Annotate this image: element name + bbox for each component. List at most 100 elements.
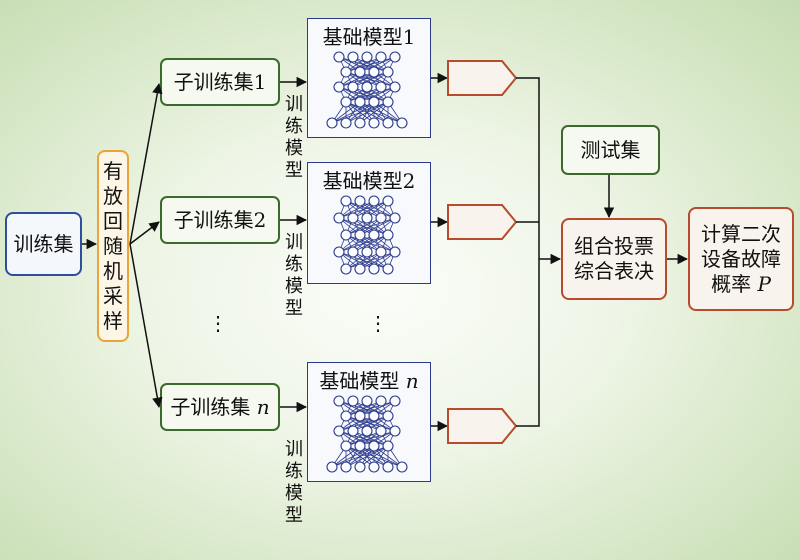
network-node	[340, 96, 352, 108]
arrow-sampling-to-subn	[129, 243, 163, 409]
network-node	[354, 96, 366, 108]
arrow-sampling-to-sub2	[129, 221, 160, 245]
network-node	[340, 263, 352, 275]
network-edge	[345, 251, 396, 270]
network-node	[389, 212, 401, 224]
voting-line: 综合表决	[574, 259, 654, 283]
network-node	[361, 212, 373, 224]
network-node	[389, 81, 401, 93]
base-model-1: 基础模型1	[307, 18, 431, 138]
network-edge	[359, 400, 396, 417]
sub-training-set-label: 子训练集 n	[170, 394, 270, 419]
sub-training-set-label: 子训练集2	[173, 207, 267, 232]
network-node	[368, 440, 380, 452]
train-model-label: 训练模型	[285, 232, 303, 319]
network-edge	[345, 400, 396, 417]
output-line: 计算二次	[701, 221, 781, 246]
network-edge	[345, 101, 389, 124]
network-node	[396, 461, 408, 473]
network-node	[333, 246, 345, 258]
test-set-label: 测试集	[580, 137, 641, 162]
sub-training-set-2: 子训练集2	[160, 196, 280, 244]
network-node	[347, 246, 359, 258]
network-node	[347, 425, 359, 437]
network-node	[354, 440, 366, 452]
network-node	[389, 425, 401, 437]
network-edge	[331, 445, 375, 468]
network-edge	[345, 217, 396, 236]
network-edge	[345, 251, 382, 270]
network-node	[333, 212, 345, 224]
network-edge	[345, 217, 382, 236]
network-node	[361, 51, 373, 63]
network-node	[382, 195, 394, 207]
network-edge	[338, 71, 389, 88]
network-node	[396, 117, 408, 129]
sub-training-set-label: 子训练集1	[173, 69, 267, 94]
line-predictn-to-bus	[516, 259, 540, 427]
network-edge	[359, 101, 389, 124]
output-line: 设备故障	[701, 246, 781, 271]
network-node	[375, 81, 387, 93]
network-edge	[359, 56, 396, 73]
network-node	[375, 395, 387, 407]
network-node	[375, 246, 387, 258]
network-edge	[352, 234, 389, 253]
network-edge	[352, 200, 389, 219]
network-node	[333, 81, 345, 93]
network-node	[389, 246, 401, 258]
network-node	[340, 117, 352, 129]
network-node	[340, 461, 352, 473]
test-set-box: 测试集	[561, 125, 660, 175]
network-edge	[331, 101, 389, 124]
network-node	[326, 117, 338, 129]
network-node	[347, 51, 359, 63]
network-edge	[338, 71, 375, 88]
network-node	[361, 81, 373, 93]
network-node	[354, 410, 366, 422]
network-edge	[338, 200, 389, 219]
base-model-n: 基础模型 n	[307, 362, 431, 482]
network-edge	[345, 430, 396, 447]
network-edge	[338, 415, 375, 432]
network-edge	[359, 251, 396, 270]
training-set-box: 训练集	[5, 212, 82, 276]
network-node	[361, 425, 373, 437]
network-node	[333, 51, 345, 63]
base-model-title: 基础模型2	[322, 169, 416, 193]
network-node	[333, 395, 345, 407]
sampling-char: 随	[103, 233, 123, 258]
random-sampling-box: 有 放 回 随 机 采 样	[97, 150, 129, 342]
ellipsis-dots: ⋮	[208, 311, 228, 335]
network-edge	[345, 86, 382, 103]
line-predict1-to-bus	[516, 77, 540, 259]
network-edge	[359, 445, 389, 468]
network-node	[368, 96, 380, 108]
network-node	[368, 195, 380, 207]
network-node	[340, 440, 352, 452]
sampling-char: 样	[103, 308, 123, 333]
network-node	[340, 410, 352, 422]
network-edge	[331, 445, 361, 468]
network-edge	[345, 400, 382, 417]
network-node	[347, 395, 359, 407]
network-node	[382, 410, 394, 422]
network-node	[361, 395, 373, 407]
sampling-char: 有	[103, 158, 123, 183]
neural-network-icon	[326, 51, 408, 129]
network-edge	[338, 200, 375, 219]
sampling-char: 机	[103, 258, 123, 283]
arrow-sampling-to-sub1	[129, 82, 163, 245]
network-node	[382, 263, 394, 275]
network-edge	[338, 234, 389, 253]
network-node	[389, 395, 401, 407]
network-edge	[345, 86, 396, 103]
network-edge	[345, 56, 382, 73]
sampling-char: 采	[103, 283, 123, 308]
network-node	[326, 461, 338, 473]
network-edge	[338, 415, 389, 432]
network-node	[347, 81, 359, 93]
network-edge	[345, 56, 396, 73]
network-node	[368, 461, 380, 473]
network-node	[389, 51, 401, 63]
